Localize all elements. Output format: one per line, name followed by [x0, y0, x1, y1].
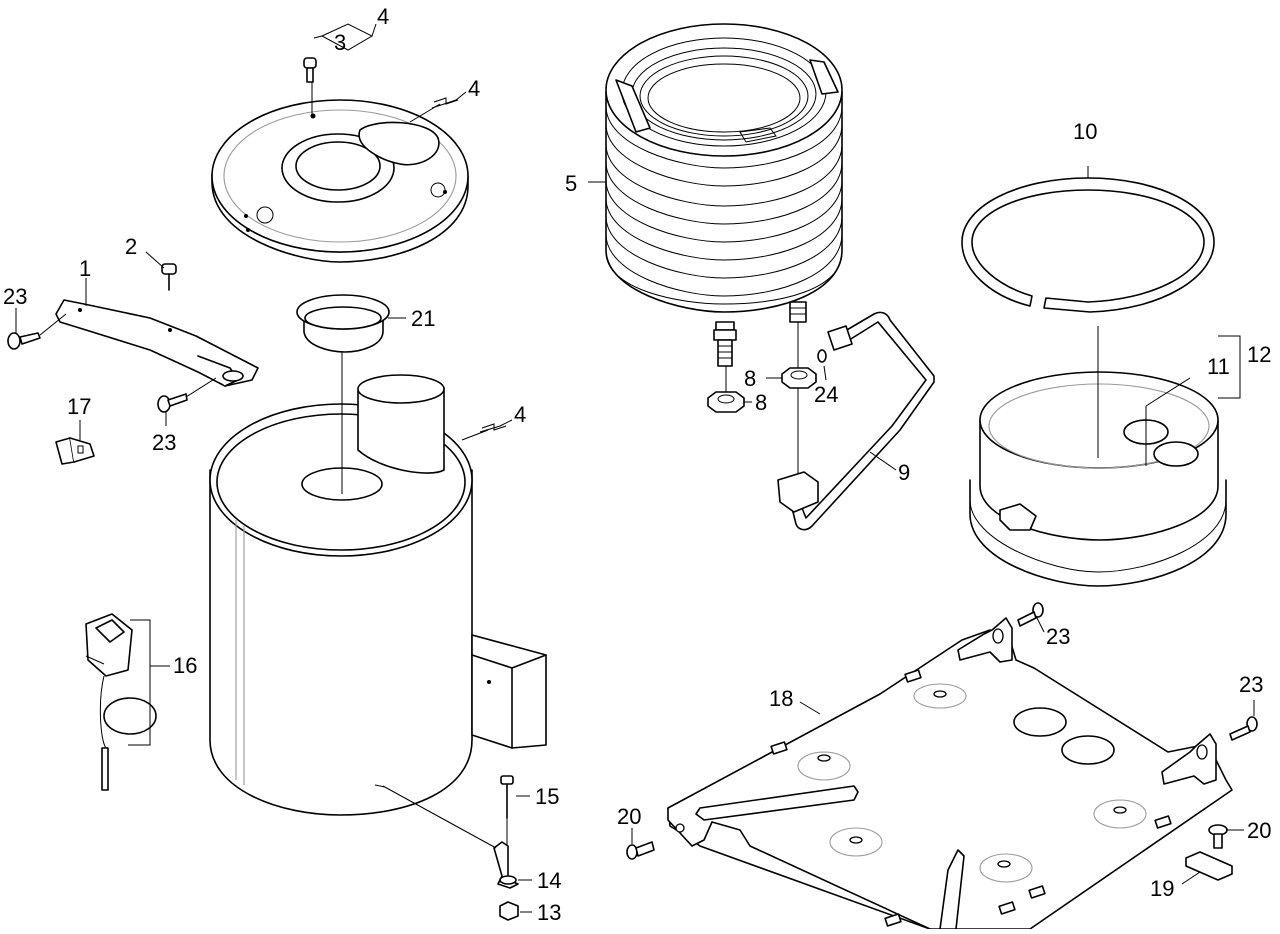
- callout-labels: 4 3 4 2 1 23 21 17 4 23 16 15 14 13 5 8 …: [3, 4, 1271, 925]
- cylinder-housing: [209, 374, 547, 816]
- callout-23-plate-top: 23: [1046, 624, 1070, 649]
- callout-4-housing: 4: [514, 402, 526, 427]
- nut-13: [499, 901, 519, 921]
- callout-23-bracket: 23: [152, 430, 176, 455]
- nut-8-right: [781, 367, 817, 478]
- callout-3: 3: [334, 30, 346, 55]
- bracket-14: [493, 841, 519, 889]
- ring-21: [296, 294, 390, 494]
- callout-15: 15: [535, 784, 559, 809]
- callout-8-left: 8: [755, 390, 767, 415]
- callout-14: 14: [537, 868, 561, 893]
- screw-23-bracket: [157, 377, 217, 413]
- clip-19: [1185, 851, 1233, 881]
- base-dish-11-12: [969, 326, 1241, 587]
- callout-11: 11: [1207, 354, 1230, 379]
- callout-4-top: 4: [377, 4, 389, 29]
- callout-19: 19: [1150, 876, 1174, 901]
- callout-20-left: 20: [617, 804, 641, 829]
- pipe-9: [777, 311, 935, 531]
- bracket-1: [55, 299, 259, 387]
- callout-1: 1: [79, 256, 91, 281]
- sensor-16: [85, 613, 157, 791]
- callout-4-cover: 4: [468, 76, 480, 101]
- callout-24: 24: [814, 382, 838, 407]
- callout-23-left: 23: [3, 284, 27, 309]
- screw-23-plate-top: [1017, 602, 1044, 627]
- screw-3: [303, 57, 317, 114]
- screw-20-right: [1208, 824, 1228, 849]
- screw-15: [500, 775, 514, 846]
- callout-9: 9: [898, 460, 910, 485]
- heating-coil-5: [605, 23, 843, 392]
- callout-20-right: 20: [1247, 818, 1271, 843]
- screw-20-left: [626, 841, 655, 860]
- callout-16: 16: [173, 653, 197, 678]
- callout-10: 10: [1073, 119, 1097, 144]
- callout-21: 21: [411, 306, 435, 331]
- callout-17: 17: [67, 394, 91, 419]
- callout-8-right: 8: [744, 366, 756, 391]
- callout-23-plate-right: 23: [1239, 672, 1263, 697]
- callout-13: 13: [537, 900, 561, 925]
- top-cover-plate: [211, 99, 469, 263]
- nut-8-left: [707, 391, 745, 413]
- callout-18: 18: [769, 686, 793, 711]
- callout-12: 12: [1247, 342, 1271, 367]
- screw-23-left: [7, 313, 67, 350]
- screw-23-plate-right: [1229, 716, 1258, 741]
- clip-17: [55, 437, 95, 465]
- screw-2: [161, 263, 177, 291]
- o-ring-24: [817, 349, 827, 363]
- callout-2: 2: [125, 234, 137, 259]
- leader-lines: [15, 23, 1255, 913]
- ring-10: [961, 166, 1215, 313]
- callout-5: 5: [565, 171, 577, 196]
- base-plate-18: [667, 617, 1233, 930]
